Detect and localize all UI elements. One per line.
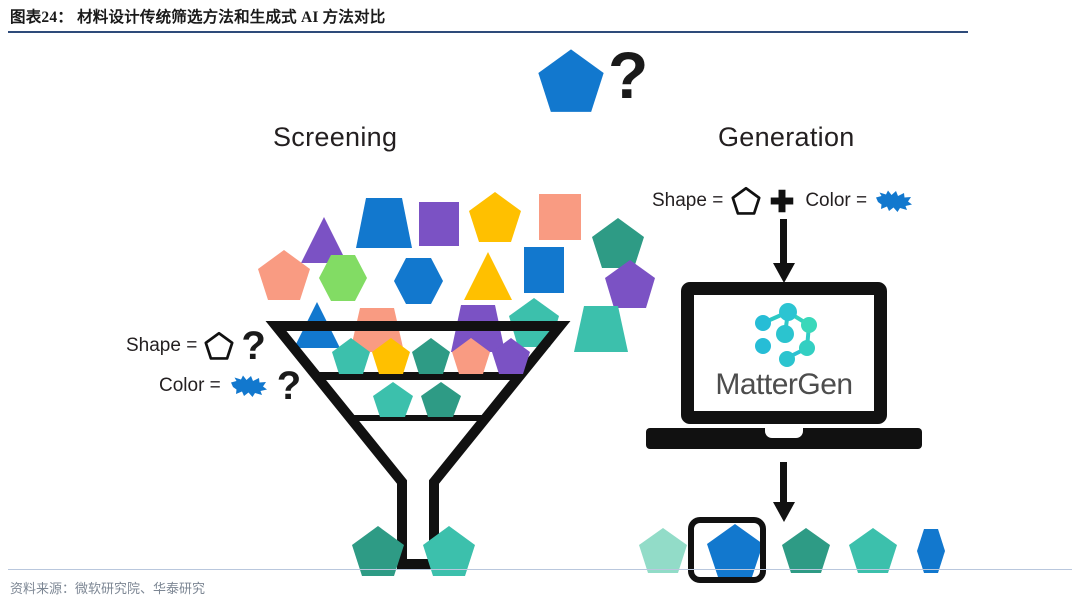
outline-pentagon-icon <box>731 186 761 215</box>
laptop-notch <box>765 428 803 438</box>
shape-pentagon-darkteal <box>592 218 644 268</box>
molecule-graph-icon <box>755 303 817 367</box>
shape-square-blue <box>524 247 564 293</box>
shape-triangle-yellow <box>464 252 512 300</box>
blue-paint-blob-icon <box>230 375 267 397</box>
top-query-group <box>536 48 606 114</box>
page-title: 图表24： 材料设计传统筛选方法和生成式 AI 方法对比 <box>10 8 386 26</box>
shape-pentagon-yellow <box>469 192 521 242</box>
gen-output-pentagon-blue <box>707 524 763 577</box>
highlight-box <box>688 517 766 583</box>
gen-output-pentagon-teal <box>849 528 897 573</box>
shape-pentagon-purple <box>605 260 655 308</box>
figure-header: 图表24： 材料设计传统筛选方法和生成式 AI 方法对比 <box>0 0 1080 31</box>
output-pentagon-darkteal <box>352 526 404 576</box>
screening-output-row <box>349 524 499 582</box>
legend-color-question: ? <box>276 364 302 408</box>
gen-output-hexagon-blue <box>917 529 945 573</box>
funnel-row-1 <box>332 338 530 374</box>
shape-trapezoid-blue <box>356 198 412 248</box>
output-pentagon-teal <box>423 526 475 576</box>
shape-hexagon-green <box>319 255 367 301</box>
screening-legend-shape: Shape = ? <box>126 326 266 366</box>
panel-title-screening: Screening <box>273 122 398 152</box>
title-divider <box>8 31 968 33</box>
funnel-row-2 <box>373 382 461 417</box>
shape-square-purple <box>419 202 459 246</box>
top-question-mark: ? <box>608 38 649 112</box>
shape-hexagon-blue <box>394 258 443 304</box>
footer-divider <box>8 569 1072 570</box>
blue-pentagon-icon <box>538 49 604 112</box>
screening-legend-color: Color = ? <box>159 366 301 406</box>
gen-output-pentagon-light <box>639 528 687 573</box>
shape-square-salmon <box>539 194 581 240</box>
down-arrow-icon-bottom <box>769 462 799 524</box>
down-arrow-icon-top <box>769 219 799 285</box>
laptop-screen: MatterGen <box>694 295 874 411</box>
shape-triangle-purple <box>301 217 347 263</box>
equation-color-label: Color = <box>805 190 868 211</box>
laptop-base <box>646 428 922 449</box>
source-note: 资料来源：微软研究院、华泰研究 <box>10 581 206 596</box>
legend-color-label: Color = <box>159 375 221 396</box>
plus-icon <box>771 189 794 213</box>
shape-pentagon-salmon <box>258 250 310 300</box>
laptop-icon: MatterGen <box>681 282 887 424</box>
blue-paint-blob-icon <box>876 190 913 212</box>
generation-output-row <box>638 522 945 584</box>
legend-shape-question: ? <box>241 324 266 368</box>
mattergen-wordmark: MatterGen <box>715 368 853 401</box>
shape-trapezoid-teal <box>574 306 628 352</box>
equation-shape-label: Shape = <box>652 190 724 211</box>
panel-title-generation: Generation <box>718 122 855 152</box>
legend-shape-label: Shape = <box>126 335 198 356</box>
figure-canvas: ? Screening Generation <box>0 34 1080 583</box>
gen-output-pentagon-darkteal <box>782 528 830 573</box>
outline-pentagon-icon <box>204 331 234 360</box>
generation-equation: Shape = Color = <box>652 186 913 216</box>
